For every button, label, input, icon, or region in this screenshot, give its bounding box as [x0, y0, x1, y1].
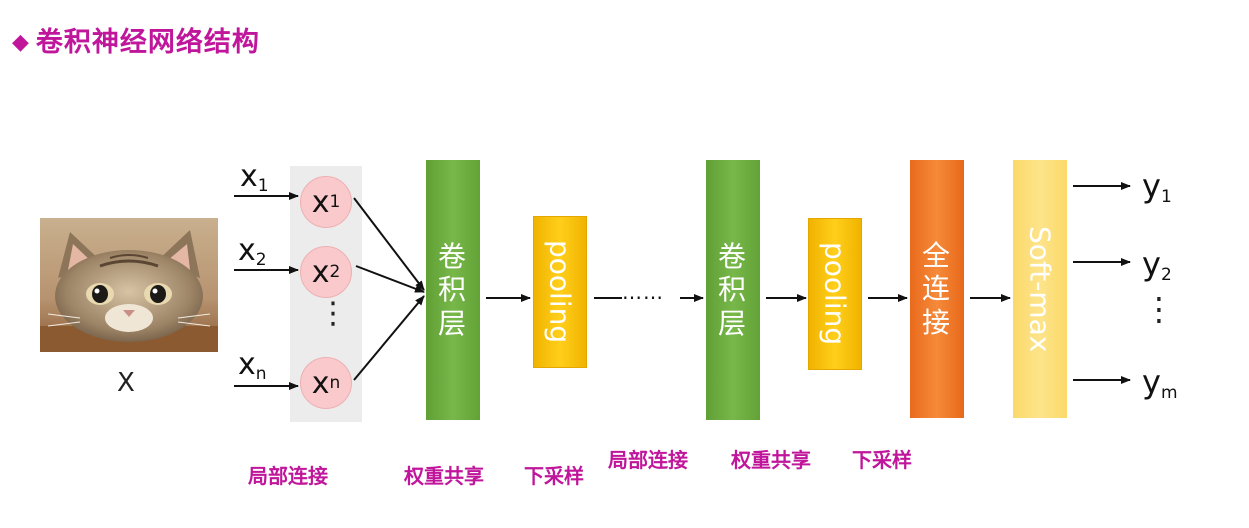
fully-connected-layer: 全连接 — [910, 160, 964, 418]
input-label-1: x1 — [240, 159, 269, 197]
softmax-label: Soft-max — [1023, 225, 1057, 353]
fully-connected-label: 全连接 — [922, 238, 953, 339]
input-label-n: xn — [238, 347, 267, 385]
conv-layer-1: 卷积层 — [426, 160, 480, 420]
note-local-connection-1: 局部连接 — [248, 464, 328, 488]
output-label-1: y1 — [1142, 167, 1172, 207]
note-weight-sharing-1: 权重共享 — [404, 464, 484, 488]
note-weight-sharing-2: 权重共享 — [731, 448, 811, 472]
input-caption: X — [117, 368, 135, 398]
note-downsampling-1: 下采样 — [524, 464, 584, 488]
title-text: 卷积神经网络结构 — [35, 27, 260, 58]
conv-layer-2: 卷积层 — [706, 160, 760, 420]
page-title: ◆卷积神经网络结构 — [12, 20, 260, 59]
output-ellipsis: ⋮ — [1143, 290, 1175, 328]
pooling-layer-1-label: pooling — [543, 240, 577, 344]
pooling-layer-1: pooling — [533, 216, 587, 368]
conv-layer-2-label: 卷积层 — [718, 239, 749, 340]
continuation-dots: …… — [622, 280, 664, 304]
node-ellipsis: ⋮ — [318, 296, 348, 331]
conv-layer-1-label: 卷积层 — [438, 239, 469, 340]
pooling-layer-2: pooling — [808, 218, 862, 370]
output-label-m: ym — [1142, 363, 1178, 403]
note-local-connection-2: 局部连接 — [608, 448, 688, 472]
diamond-bullet-icon: ◆ — [12, 30, 30, 55]
cat-image — [40, 218, 218, 352]
note-downsampling-2: 下采样 — [852, 448, 912, 472]
output-label-2: y2 — [1142, 245, 1172, 285]
input-label-2: x2 — [238, 233, 267, 271]
softmax-layer: Soft-max — [1013, 160, 1067, 418]
pooling-layer-2-label: pooling — [818, 242, 852, 346]
